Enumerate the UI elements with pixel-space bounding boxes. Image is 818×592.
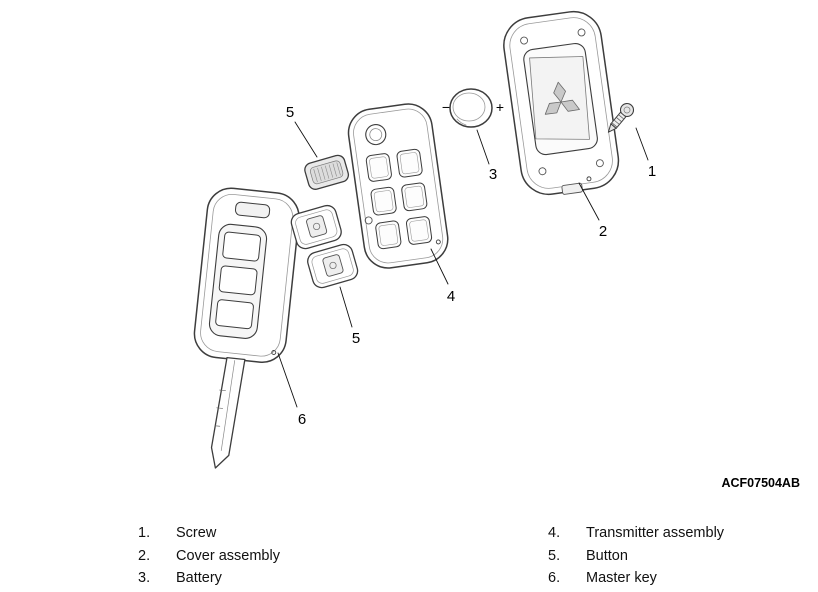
- callout-button-top: 5: [286, 104, 294, 121]
- legend-item-transmitter-assembly: 4. Transmitter assembly: [548, 522, 724, 545]
- callout-screw: 1: [648, 163, 656, 180]
- legend-item-master-key: 6. Master key: [548, 567, 724, 590]
- callout-cover-assembly: 2: [599, 223, 607, 240]
- part-screw: [607, 102, 635, 133]
- callout-transmitter-assembly: 4: [447, 288, 455, 305]
- legend-item-number: 5.: [548, 547, 561, 564]
- legend-item-number: 3.: [138, 570, 151, 586]
- legend-item-battery: 3. Battery: [138, 567, 280, 590]
- legend-item-label: Cover assembly: [176, 547, 280, 564]
- part-battery: − +: [442, 88, 504, 128]
- legend-item-number: 1.: [138, 525, 151, 541]
- part-transmitter-assembly: [347, 103, 449, 269]
- leader-lines: [277, 121, 649, 408]
- legend-item-number: 4.: [548, 525, 561, 541]
- brand-logo-icon: [544, 81, 580, 115]
- exploded-diagram: − +: [193, 10, 800, 490]
- legend-item-label: Battery: [176, 570, 222, 586]
- legend-item-cover-assembly: 2. Cover assembly: [138, 545, 280, 568]
- figure-code: ACF07504AB: [721, 476, 800, 490]
- legend-item-number: 6.: [548, 570, 561, 586]
- part-buttons-bottom: [290, 204, 359, 289]
- part-master-key: [193, 187, 300, 469]
- battery-minus-sign: −: [442, 99, 450, 115]
- legend-column-left: 1. Screw 2. Cover assembly 3. Battery: [138, 522, 280, 590]
- legend-item-button: 5. Button: [548, 545, 724, 568]
- part-cover-assembly: [503, 10, 620, 196]
- callout-button-bottom: 5: [352, 330, 360, 347]
- legend-item-label: Screw: [176, 525, 217, 541]
- legend-item-number: 2.: [138, 547, 151, 564]
- key-blade: [210, 356, 246, 469]
- callout-battery: 3: [489, 166, 497, 183]
- callout-master-key: 6: [298, 411, 306, 428]
- legend-item-label: Transmitter assembly: [586, 525, 725, 541]
- part-button-top: [304, 154, 350, 190]
- legend-item-screw: 1. Screw: [138, 522, 280, 545]
- keyring-slot: [234, 201, 271, 219]
- legend-item-label: Master key: [586, 570, 657, 586]
- legend-item-label: Button: [586, 547, 628, 564]
- battery-plus-sign: +: [496, 99, 504, 115]
- legend-column-right: 4. Transmitter assembly 5. Button 6. Mas…: [548, 522, 724, 590]
